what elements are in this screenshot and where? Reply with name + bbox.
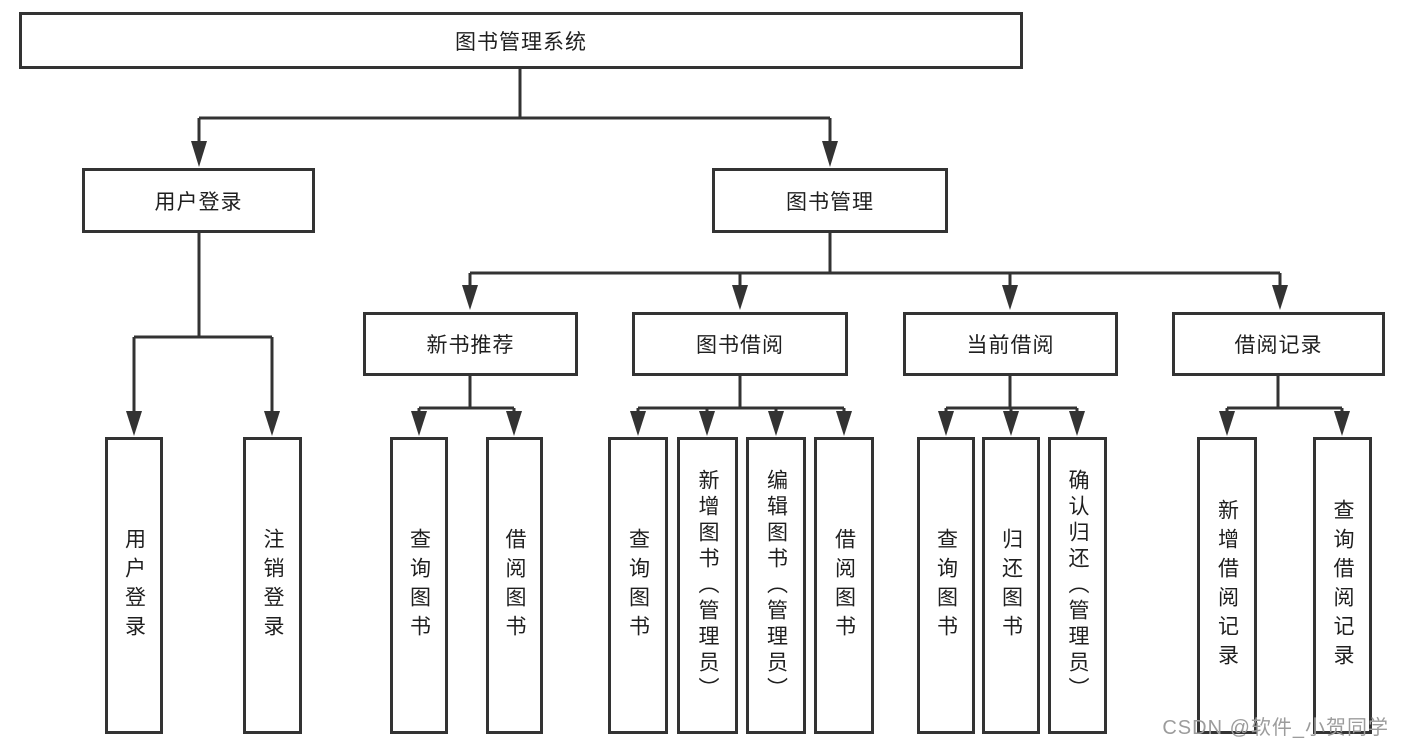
arrowhead	[768, 411, 784, 436]
arrowhead	[264, 411, 280, 436]
leaf-add-borrow-record: 新增借阅记录	[1197, 437, 1257, 734]
connector-line	[468, 233, 1282, 286]
leaf-label: 借阅图书	[832, 527, 856, 644]
leaf-label: 新增借阅记录	[1215, 498, 1239, 673]
connector-line	[417, 376, 516, 412]
connector-borrow-records	[1219, 376, 1350, 436]
arrowhead	[732, 285, 748, 310]
arrowhead	[1002, 285, 1018, 310]
leaf-borrow-books-borrow: 借阅图书	[814, 437, 874, 734]
connector-book-management	[462, 233, 1288, 310]
arrowhead	[938, 411, 954, 436]
connector-line	[636, 376, 846, 412]
connector-new-book-recommend	[411, 376, 522, 436]
leaf-label: 查询借阅记录	[1331, 498, 1354, 673]
leaf-label: 编辑图书（管理员）	[764, 468, 788, 703]
connector-line	[1225, 376, 1344, 412]
arrowhead	[126, 411, 142, 436]
leaf-confirm-return-admin: 确认归还（管理员）	[1048, 437, 1107, 734]
arrowhead	[699, 411, 715, 436]
arrowhead	[1219, 411, 1235, 436]
node-user-login: 用户登录	[82, 168, 315, 233]
leaf-label: 查询图书	[407, 527, 431, 644]
connector-root	[191, 67, 838, 167]
node-borrow-records: 借阅记录	[1172, 312, 1385, 376]
node-book-management: 图书管理	[712, 168, 948, 233]
leaf-label: 查询图书	[626, 527, 650, 644]
node-new-book-recommend: 新书推荐	[363, 312, 578, 376]
leaf-label: 归还图书	[999, 527, 1023, 644]
node-current-borrow: 当前借阅	[903, 312, 1118, 376]
leaf-logout-login: 注销登录	[243, 437, 302, 734]
leaf-return-books: 归还图书	[982, 437, 1040, 734]
leaf-user-login: 用户登录	[105, 437, 163, 734]
leaf-label: 新增图书（管理员）	[696, 468, 719, 703]
arrowhead	[1272, 285, 1288, 310]
arrowhead	[506, 411, 522, 436]
connector-user-login	[126, 233, 280, 436]
connector-line	[132, 233, 274, 412]
leaf-label: 用户登录	[122, 527, 146, 644]
connector-line	[197, 67, 832, 142]
connector-line	[944, 376, 1079, 412]
arrowhead	[1003, 411, 1019, 436]
leaf-query-books-borrow: 查询图书	[608, 437, 668, 734]
arrowhead	[191, 141, 207, 167]
arrowhead	[462, 285, 478, 310]
arrowhead	[836, 411, 852, 436]
node-book-borrow: 图书借阅	[632, 312, 848, 376]
node-root: 图书管理系统	[19, 12, 1023, 69]
csdn-watermark: CSDN @软件_小贺同学	[1162, 717, 1389, 739]
leaf-label: 借阅图书	[503, 527, 526, 644]
leaf-label: 确认归还（管理员）	[1066, 468, 1089, 703]
leaf-borrow-books-recommend: 借阅图书	[486, 437, 543, 734]
arrowhead	[1334, 411, 1350, 436]
arrowhead	[630, 411, 646, 436]
connector-book-borrow	[630, 376, 852, 436]
arrowhead	[822, 141, 838, 167]
connector-current-borrow	[938, 376, 1085, 436]
leaf-add-book-admin: 新增图书（管理员）	[677, 437, 738, 734]
leaf-edit-book-admin: 编辑图书（管理员）	[746, 437, 806, 734]
leaf-label: 注销登录	[261, 527, 284, 644]
leaf-query-books-recommend: 查询图书	[390, 437, 448, 734]
arrowhead	[1069, 411, 1085, 436]
arrowhead	[411, 411, 427, 436]
leaf-query-books-current: 查询图书	[917, 437, 975, 734]
leaf-query-borrow-record: 查询借阅记录	[1313, 437, 1372, 734]
leaf-label: 查询图书	[934, 527, 958, 644]
